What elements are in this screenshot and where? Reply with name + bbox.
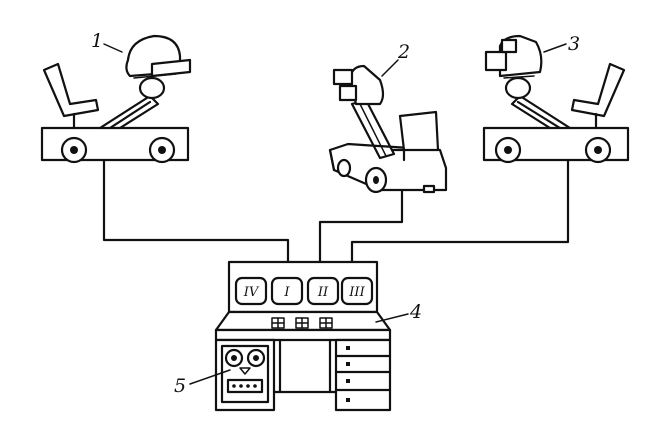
label-camera-3: 3	[568, 33, 580, 55]
label-camera-2: 2	[397, 41, 410, 63]
cable-camera-1	[102, 158, 290, 264]
seat-base-center	[390, 148, 406, 162]
camera-lens-right	[484, 50, 508, 72]
monitor-screen-i	[270, 276, 304, 306]
camera-lens-center	[332, 68, 354, 86]
camera-crane-left: 1	[40, 30, 192, 164]
camera-base-left	[133, 73, 177, 79]
camera-lens-left	[150, 58, 192, 78]
label-camera-1: 1	[91, 30, 103, 52]
monitor-label-iv: IV	[243, 285, 260, 300]
monitor-label-i: I	[283, 285, 290, 300]
pan-head-left	[138, 76, 166, 100]
cart-foot-center	[422, 184, 436, 194]
wheel-hub-left-1	[70, 146, 78, 154]
drawer-handle-3	[346, 379, 350, 383]
camera-viewfinder-right	[500, 38, 518, 54]
cable-camera-3	[350, 158, 570, 264]
leader-line-2	[381, 59, 399, 77]
drawer-handle-4	[346, 398, 350, 402]
control-buttons	[271, 317, 333, 329]
tape-head	[239, 367, 251, 375]
monitor-screen-iv	[234, 276, 268, 306]
label-tape-recorder: 5	[174, 375, 186, 397]
label-control-console: 4	[409, 301, 422, 323]
monitor-label-iii: III	[348, 285, 365, 300]
operator-seat-center	[398, 110, 440, 152]
tape-reel-hub-right	[253, 355, 259, 361]
tape-reel-hub-left	[231, 355, 237, 361]
wheel-hub-center-1	[373, 176, 379, 184]
camera-crane-center: 2	[328, 41, 448, 194]
crane-arm-inner-left	[108, 100, 152, 130]
camera-crane-right: 3	[482, 33, 630, 164]
cables	[102, 158, 570, 264]
crane-arm-left	[98, 94, 160, 130]
wheel-center-2	[336, 158, 352, 178]
wheel-hub-left-2	[158, 146, 166, 154]
pan-head-right	[504, 76, 532, 100]
leader-line-5	[189, 369, 231, 385]
leader-line-3	[543, 43, 567, 53]
operator-seat-left	[42, 62, 100, 118]
control-console: IV I II III	[174, 260, 422, 412]
operator-seat-right	[570, 62, 626, 118]
leader-line-4	[375, 313, 409, 323]
console-right-pedestal	[334, 338, 392, 412]
crane-arm-right	[510, 94, 572, 130]
drawer-handle-1	[346, 346, 350, 350]
monitor-label-ii: II	[317, 285, 329, 300]
crane-arm-inner-right	[516, 100, 562, 130]
camera-base-right	[503, 75, 535, 79]
camera-viewfinder-center	[338, 84, 358, 102]
monitor-screens: IV I II III	[234, 276, 374, 306]
tape-controls	[226, 378, 264, 394]
drawer-handle-2	[346, 362, 350, 366]
tape-recorder	[220, 344, 270, 404]
monitor-screen-iii	[340, 276, 374, 306]
wheel-hub-right-2	[594, 146, 602, 154]
crane-arm-inner-center	[359, 103, 387, 157]
console-desk-edge	[214, 328, 392, 342]
wheel-hub-right-1	[504, 146, 512, 154]
cart-side-center	[328, 148, 336, 172]
monitor-screen-ii	[306, 276, 340, 306]
cable-camera-2	[318, 188, 404, 264]
leader-line-1	[103, 43, 123, 53]
